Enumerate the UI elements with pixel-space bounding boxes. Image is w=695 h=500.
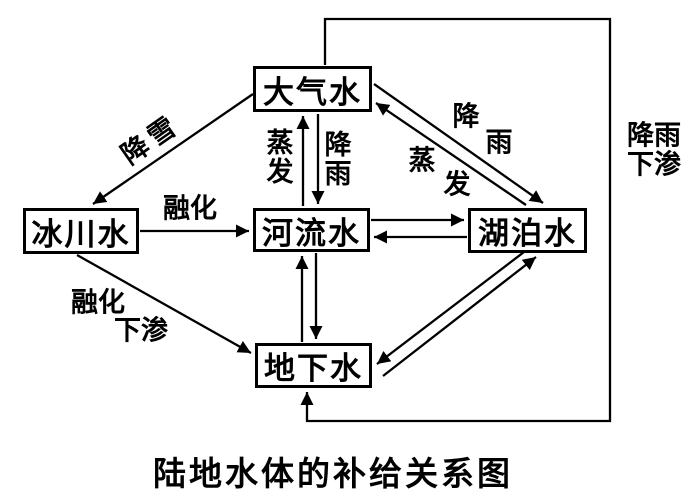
- node-glacier-water-label: 冰川水: [31, 216, 131, 253]
- label-evaporation-lake-char-1: 蒸: [408, 145, 436, 177]
- edge-rain-lake-arrow: [373, 83, 544, 204]
- label-rain-lake-char-2: 雨: [485, 127, 513, 159]
- node-ground-water-label: 地下水: [264, 351, 363, 387]
- label-melt-infiltration-line-2: 下渗: [114, 315, 168, 347]
- node-lake-water: 湖泊水: [468, 208, 587, 253]
- node-river-water: 河流水: [253, 208, 370, 252]
- node-atmospheric-water-label: 大气水: [263, 74, 362, 111]
- label-rain-river: 降雨: [324, 130, 352, 190]
- diagram-title: 陆地水体的补给关系图: [153, 454, 513, 493]
- edge-snowfall-arrow: [92, 93, 254, 205]
- edge-ground-to-lake-arrow: [382, 256, 537, 377]
- edge-lake-to-ground-arrow: [376, 251, 525, 365]
- node-atmospheric-water: 大气水: [253, 66, 372, 112]
- edge-melt-infiltration-arrow: [76, 253, 252, 355]
- label-melt: 融化: [163, 193, 217, 225]
- edge-rain-infiltration-loop-arrow: [300, 17, 612, 423]
- node-river-water-label: 河流水: [262, 215, 361, 252]
- label-melt-infiltration-line-1: 融化: [71, 287, 125, 319]
- label-rain-lake-char-1: 降: [452, 101, 480, 133]
- node-ground-water: 地下水: [255, 343, 372, 388]
- label-evaporation-river: 蒸发: [266, 128, 294, 188]
- label-evaporation-lake-char-2: 发: [443, 169, 471, 201]
- node-lake-water-label: 湖泊水: [478, 216, 577, 252]
- node-glacier-water: 冰川水: [23, 208, 139, 254]
- label-rain-infiltration-line-1: 降雨: [627, 120, 681, 152]
- label-rain-infiltration-line-2: 下渗: [627, 149, 681, 181]
- edge-evaporation-lake-arrow: [375, 102, 527, 206]
